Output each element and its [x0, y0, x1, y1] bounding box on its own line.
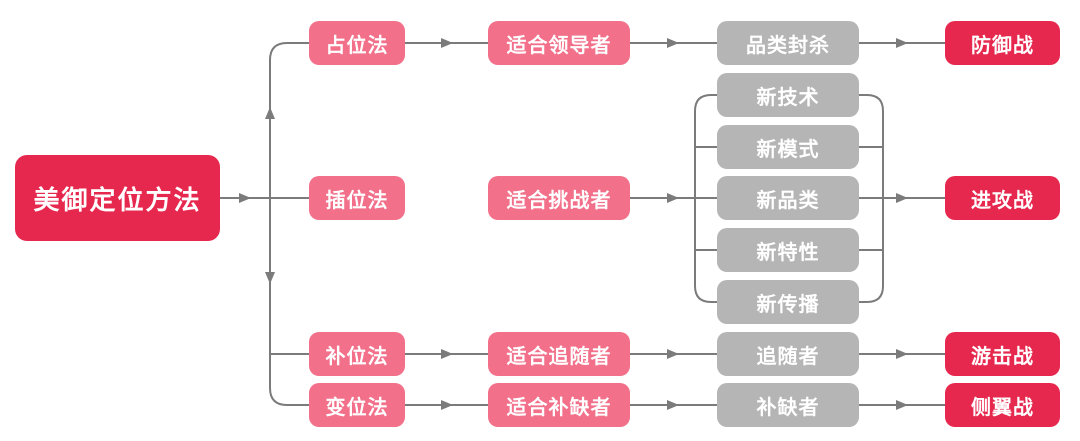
arrowhead-right — [896, 400, 908, 410]
bracket-outline — [694, 94, 884, 303]
arrowhead-right — [896, 193, 908, 203]
tactic-node-1-3: 新特性 — [717, 228, 859, 272]
suit-node-3: 适合补缺者 — [488, 383, 630, 427]
method-node-3: 变位法 — [309, 383, 405, 427]
arrowhead-right — [667, 400, 679, 410]
root-node: 美御定位方法 — [15, 155, 220, 241]
tactic-node-1-0: 新技术 — [717, 73, 859, 117]
tactic-node-1-2: 新品类 — [717, 176, 859, 220]
arrowhead-down — [265, 272, 275, 284]
suit-node-0: 适合领导者 — [488, 21, 630, 65]
arrowhead-up — [265, 107, 275, 119]
result-node-1: 进攻战 — [945, 176, 1060, 220]
arrowhead-right — [239, 193, 251, 203]
tactic-node-1-1: 新模式 — [717, 125, 859, 169]
result-node-0: 防御战 — [945, 21, 1060, 65]
arrowhead-right — [441, 38, 453, 48]
tactic-node-1-4: 新传播 — [717, 280, 859, 324]
arrowhead-right — [441, 349, 453, 359]
tactic-node-3-0: 补缺者 — [717, 383, 859, 427]
tactic-node-2-0: 追随者 — [717, 332, 859, 376]
method-node-1: 插位法 — [309, 176, 405, 220]
edge-trunk-up — [269, 42, 309, 198]
arrowhead-right — [896, 349, 908, 359]
arrowhead-right — [896, 38, 908, 48]
edge-trunk-down — [269, 198, 309, 406]
result-node-2: 游击战 — [945, 332, 1060, 376]
arrowhead-right — [441, 400, 453, 410]
result-node-3: 侧翼战 — [945, 383, 1060, 427]
method-node-2: 补位法 — [309, 332, 405, 376]
suit-node-1: 适合挑战者 — [488, 176, 630, 220]
tactic-node-0-0: 品类封杀 — [717, 21, 859, 65]
suit-node-2: 适合追随者 — [488, 332, 630, 376]
arrowheads — [239, 38, 908, 410]
arrowhead-right — [667, 38, 679, 48]
arrowhead-right — [667, 193, 679, 203]
method-node-0: 占位法 — [309, 21, 405, 65]
arrowhead-right — [667, 349, 679, 359]
